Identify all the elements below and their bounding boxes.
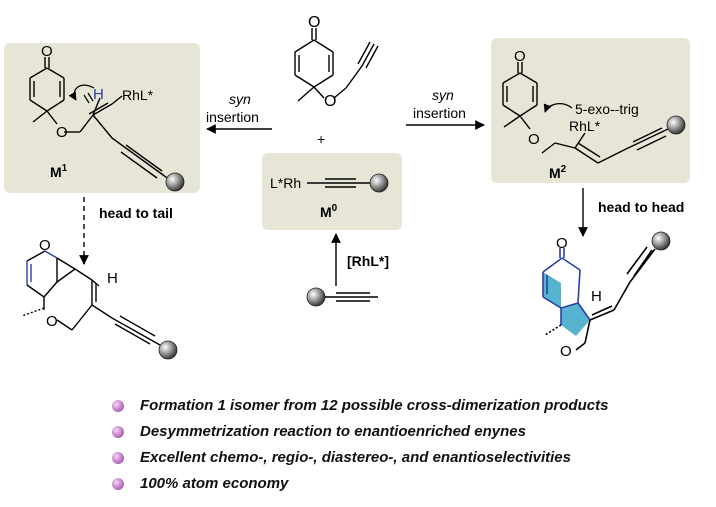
bullet-text: Desymmetrization reaction to enantioenri… bbox=[140, 423, 526, 440]
head-to-tail-product bbox=[21, 250, 161, 346]
product-right-sphere bbox=[651, 231, 671, 251]
m2-label: M2 bbox=[549, 164, 567, 181]
m1-panel bbox=[4, 43, 200, 193]
m0-panel bbox=[262, 153, 402, 230]
product-left-ether-o: O bbox=[46, 313, 58, 330]
m2-cyclization-label: 5-exo--trig bbox=[575, 101, 639, 117]
m2-panel bbox=[491, 38, 690, 183]
substrate-carbonyl-o: O bbox=[308, 14, 320, 31]
m0-alkyne bbox=[307, 178, 370, 188]
m1-steric-clash-arrow bbox=[68, 84, 95, 101]
left-arrow-insertion: insertion bbox=[206, 109, 259, 125]
m1-rh-ligand: RhL* bbox=[122, 87, 154, 103]
left-arrow-syn: syn bbox=[229, 91, 251, 107]
bullet-text: Excellent chemo-, regio-, diastereo-, an… bbox=[140, 449, 571, 466]
bullet-dot-icon bbox=[112, 478, 124, 490]
m1-steric-clash bbox=[83, 92, 94, 104]
bullet-dot-icon bbox=[112, 426, 124, 438]
m1-hydrogen: H bbox=[93, 86, 104, 103]
m1-label: M1 bbox=[50, 163, 68, 180]
m0-label: M0 bbox=[320, 203, 338, 220]
m1-structure bbox=[29, 57, 171, 181]
m2-carbonyl-o: O bbox=[514, 48, 526, 65]
bullet-dot-icon bbox=[112, 452, 124, 464]
m2-structure bbox=[502, 62, 669, 164]
head-to-tail-label: head to tail bbox=[99, 205, 173, 221]
product-right-highlight-furan bbox=[561, 303, 590, 336]
head-to-head-label: head to head bbox=[598, 199, 684, 215]
bullet-text: Formation 1 isomer from 12 possible cros… bbox=[140, 397, 609, 414]
m2-cyclization-arrow bbox=[543, 103, 573, 113]
product-right-ether-o: O bbox=[560, 343, 572, 360]
terminal-alkyne-sphere bbox=[306, 287, 326, 307]
catalyst-label: [RhL*] bbox=[347, 253, 389, 269]
bullet-dot-icon bbox=[112, 400, 124, 412]
m2-ether-o: O bbox=[528, 131, 540, 148]
m1-ether-o: O bbox=[56, 124, 68, 141]
m2-rh-ligand: RhL* bbox=[569, 118, 601, 134]
product-right-hydrogen: H bbox=[591, 288, 602, 305]
m2-sphere bbox=[666, 115, 686, 135]
m0-rh-reagent: L*Rh bbox=[270, 175, 301, 191]
plus-sign: + bbox=[317, 131, 325, 147]
right-arrow-insertion: insertion bbox=[413, 105, 466, 121]
terminal-alkyne bbox=[325, 292, 378, 302]
head-to-head-product bbox=[542, 246, 656, 351]
bullet-text: 100% atom economy bbox=[140, 475, 289, 492]
substrate-ether-o: O bbox=[324, 93, 336, 110]
m1-sphere bbox=[165, 172, 185, 192]
m0-sphere bbox=[369, 173, 389, 193]
product-left-carbonyl-o: O bbox=[39, 237, 51, 254]
product-right-carbonyl-o: O bbox=[556, 235, 568, 252]
product-left-sphere bbox=[158, 340, 178, 360]
substrate-dienone bbox=[294, 28, 379, 102]
product-left-hydrogen: H bbox=[107, 270, 118, 287]
right-arrow-syn: syn bbox=[432, 87, 454, 103]
m1-carbonyl-o: O bbox=[41, 43, 53, 60]
